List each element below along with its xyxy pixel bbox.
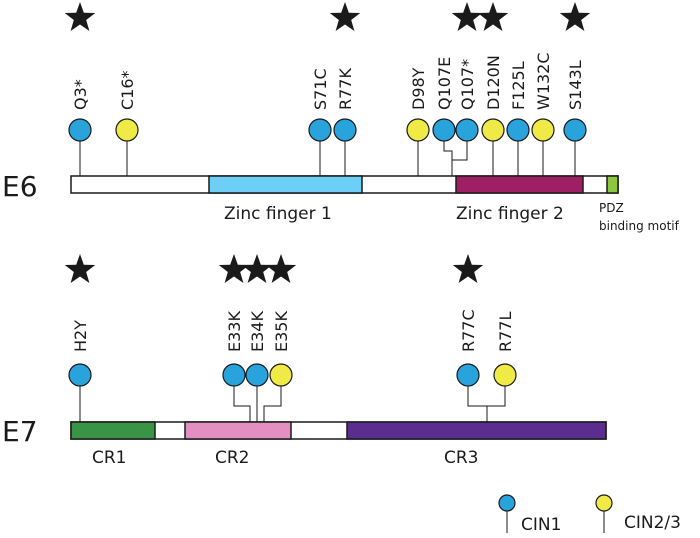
legend-cin1-label: CIN1 — [521, 515, 561, 535]
mutation-marker-e34k — [245, 363, 269, 387]
mutation-label-e35k: E35K — [272, 311, 291, 352]
cr2-domain — [184, 421, 292, 440]
e6-protein: E6 Zinc finger 1 Zinc finger 2 PDZ bindi… — [2, 2, 680, 233]
zinc-finger-2-domain — [455, 175, 584, 194]
cr1-domain — [70, 421, 156, 440]
mutation-marker-r77c — [456, 363, 480, 387]
e7-protein: E7 CR1 CR2 CR3 H2Y E33K E34K E35K R77C R… — [2, 254, 607, 468]
mutation-label-f125l: F125L — [509, 61, 528, 110]
mutation-stem — [263, 386, 282, 422]
legend-cin1-marker — [498, 494, 516, 512]
mutation-label-s143l: S143L — [566, 60, 585, 110]
e6-name: E6 — [2, 170, 38, 203]
mutation-marker-q107e — [432, 118, 456, 142]
mutation-marker-r77l — [493, 363, 517, 387]
star-icon — [241, 254, 273, 283]
pdz-label-line2: binding motif — [599, 219, 680, 233]
mutation-marker-s143l — [563, 118, 587, 142]
cr2-label: CR2 — [215, 448, 250, 468]
mutation-marker-e33k — [222, 363, 246, 387]
mutation-stem — [443, 141, 453, 176]
mutation-marker-q107stop — [455, 118, 479, 142]
mutation-stem — [452, 141, 468, 161]
mutation-label-q3: Q3* — [71, 79, 90, 110]
mutation-label-q107e: Q107E — [435, 57, 454, 110]
mutation-label-d98y: D98Y — [409, 67, 428, 110]
mutation-label-c16: C16* — [118, 70, 137, 110]
mutation-marker-r77k — [333, 118, 357, 142]
star-icon — [451, 2, 483, 31]
cr3-label: CR3 — [444, 448, 479, 468]
star-icon — [329, 2, 361, 31]
star-icon — [265, 254, 297, 283]
star-icon — [452, 254, 484, 283]
star-icon — [218, 254, 250, 283]
mutation-stem — [233, 386, 251, 422]
legend-cin23-marker — [595, 494, 613, 512]
mutation-label-r77k: R77K — [336, 68, 355, 110]
pdz-motif-domain — [606, 175, 619, 194]
mutation-marker-e35k — [269, 363, 293, 387]
mutation-label-s71c: S71C — [311, 68, 330, 110]
mutation-label-d120n: D120N — [484, 55, 503, 110]
mutation-label-e34k: E34K — [248, 311, 267, 352]
cr3-domain — [346, 421, 607, 440]
cr1-label: CR1 — [92, 448, 127, 468]
star-icon — [477, 2, 509, 31]
legend-cin23-label: CIN2/3 — [624, 513, 681, 533]
mutation-label-r77c: R77C — [459, 309, 478, 352]
mutation-label-e33k: E33K — [225, 311, 244, 352]
mutation-marker-d98y — [406, 118, 430, 142]
mutation-marker-f125l — [506, 118, 530, 142]
mutation-marker-w132c — [531, 118, 555, 142]
mutation-marker-q3 — [68, 118, 92, 142]
pdz-label: PDZ — [599, 201, 624, 215]
zinc-finger-1-domain — [208, 175, 363, 194]
mutation-marker-d120n — [481, 118, 505, 142]
legend: CIN1 CIN2/3 — [498, 494, 681, 535]
zinc-finger-1-label: Zinc finger 1 — [224, 204, 332, 224]
mutation-stem — [467, 386, 506, 407]
star-icon — [559, 2, 591, 31]
mutation-marker-c16 — [115, 118, 139, 142]
mutation-marker-h2y — [68, 363, 92, 387]
star-icon — [64, 2, 96, 31]
star-icon — [64, 254, 96, 283]
mutation-label-q107stop: Q107* — [458, 59, 477, 110]
mutation-label-w132c: W132C — [534, 52, 553, 110]
mutation-marker-s71c — [308, 118, 332, 142]
zinc-finger-2-label: Zinc finger 2 — [456, 204, 564, 224]
mutation-label-r77l: R77L — [496, 312, 515, 352]
e7-name: E7 — [2, 415, 38, 448]
mutation-label-h2y: H2Y — [71, 320, 90, 352]
